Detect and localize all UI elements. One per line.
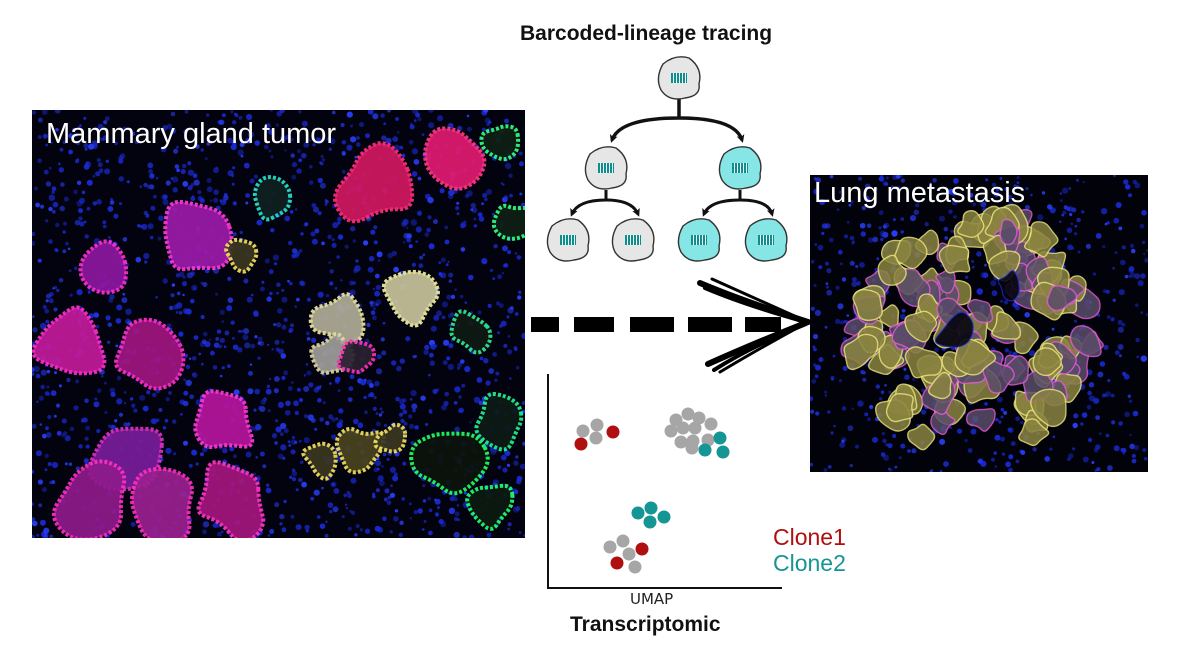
tissue-gland [465, 483, 515, 531]
tissue-gland [479, 124, 521, 162]
tissue-gland [252, 175, 293, 222]
tissue-gland [409, 431, 490, 496]
barcoded-cell [584, 146, 628, 190]
arrow-dash [745, 317, 781, 332]
legend-clone2: Clone2 [773, 550, 846, 576]
cell-dot-unlabeled [676, 421, 690, 435]
tumor-micrograph: Mammary gland tumor [32, 110, 525, 538]
cell-dot-unlabeled [664, 424, 678, 438]
lung-image [810, 175, 1148, 472]
cell-dot-clone2 [698, 443, 712, 457]
tumor-panel-label: Mammary gland tumor [46, 118, 337, 150]
cell-dot-clone1 [635, 542, 649, 556]
cell-dot-clone1 [606, 425, 620, 439]
cell-dot-unlabeled [688, 421, 702, 435]
tissue-gland [334, 426, 386, 475]
branch-connector [739, 198, 775, 217]
branch-connector [702, 190, 742, 217]
tissue-gland [491, 203, 525, 241]
tissue-gland [51, 459, 127, 538]
dashed-arrow [531, 277, 811, 374]
cell-dot-clone2 [716, 445, 730, 459]
barcoded-cell [657, 56, 701, 100]
barcoded-cell [744, 218, 788, 262]
arrow-dash [531, 317, 559, 332]
clone-legend: Clone1 Clone2 [773, 524, 846, 576]
branch-connector [612, 98, 681, 140]
cell-dot-unlabeled [701, 433, 715, 447]
barcoded-cell [611, 218, 655, 262]
umap-title: Transcriptomic [570, 613, 721, 636]
cell-dot-clone2 [631, 506, 645, 520]
tissue-gland [373, 422, 408, 454]
branch-connector [605, 198, 640, 217]
cell-dot-unlabeled [628, 560, 642, 574]
tissue-gland [308, 292, 366, 347]
cell-dot-unlabeled [685, 441, 699, 455]
tissue-gland [449, 309, 493, 355]
tissue-gland [301, 441, 338, 481]
cell-dot-unlabeled [589, 431, 603, 445]
umap-axis-label: UMAP [630, 590, 674, 608]
cell-dot-clone1 [610, 556, 624, 570]
tissue-gland [114, 317, 186, 391]
barcoded-cell [546, 218, 590, 262]
lung-panel-label: Lung metastasis [814, 177, 1026, 209]
tissue-gland [224, 237, 259, 274]
cell-dot-unlabeled [590, 418, 604, 432]
cell-dot-unlabeled [622, 547, 636, 561]
cell-dot-clone1 [574, 437, 588, 451]
arrow-dash [574, 317, 614, 332]
cell-dot-unlabeled [681, 407, 695, 421]
cell-dot-unlabeled [603, 540, 617, 554]
lung-micrograph: Lung metastasis [810, 175, 1148, 472]
barcoded-cell [677, 218, 721, 262]
cell-dot-clone2 [644, 501, 658, 515]
tissue-gland [196, 460, 266, 538]
branch-connector [678, 116, 745, 143]
umap-plot [547, 374, 782, 589]
legend-clone1: Clone1 [773, 524, 846, 550]
tumor-image [32, 110, 525, 538]
tissue-gland [193, 389, 255, 450]
umap-axes [547, 374, 782, 589]
tissue-gland [381, 269, 440, 328]
tissue-gland [32, 305, 107, 376]
tissue-gland [163, 199, 234, 272]
lineage-tree [546, 56, 788, 262]
tissue-gland [78, 239, 129, 295]
cell-dot-clone2 [643, 515, 657, 529]
barcoded-cell [718, 146, 762, 190]
arrow-dash [688, 317, 732, 332]
tissue-gland [333, 141, 415, 224]
metastasis-mass [840, 203, 1104, 451]
tissue-gland [423, 126, 487, 191]
tissue-gland [130, 466, 194, 538]
cell-dot-clone2 [713, 431, 727, 445]
arrow-head [697, 277, 811, 374]
cell-dot-unlabeled [692, 411, 706, 425]
cell-dot-unlabeled [576, 424, 590, 438]
lumen [934, 270, 1020, 348]
cell-dot-clone2 [657, 510, 671, 524]
lineage-title: Barcoded-lineage tracing [520, 22, 773, 45]
cell-dot-unlabeled [616, 534, 630, 548]
tissue-gland [336, 339, 377, 375]
cell-dot-unlabeled [674, 435, 688, 449]
tissue-gland [474, 391, 524, 452]
cell-dot-unlabeled [704, 417, 718, 431]
arrow-dash [630, 317, 674, 332]
branch-connector [570, 190, 608, 217]
